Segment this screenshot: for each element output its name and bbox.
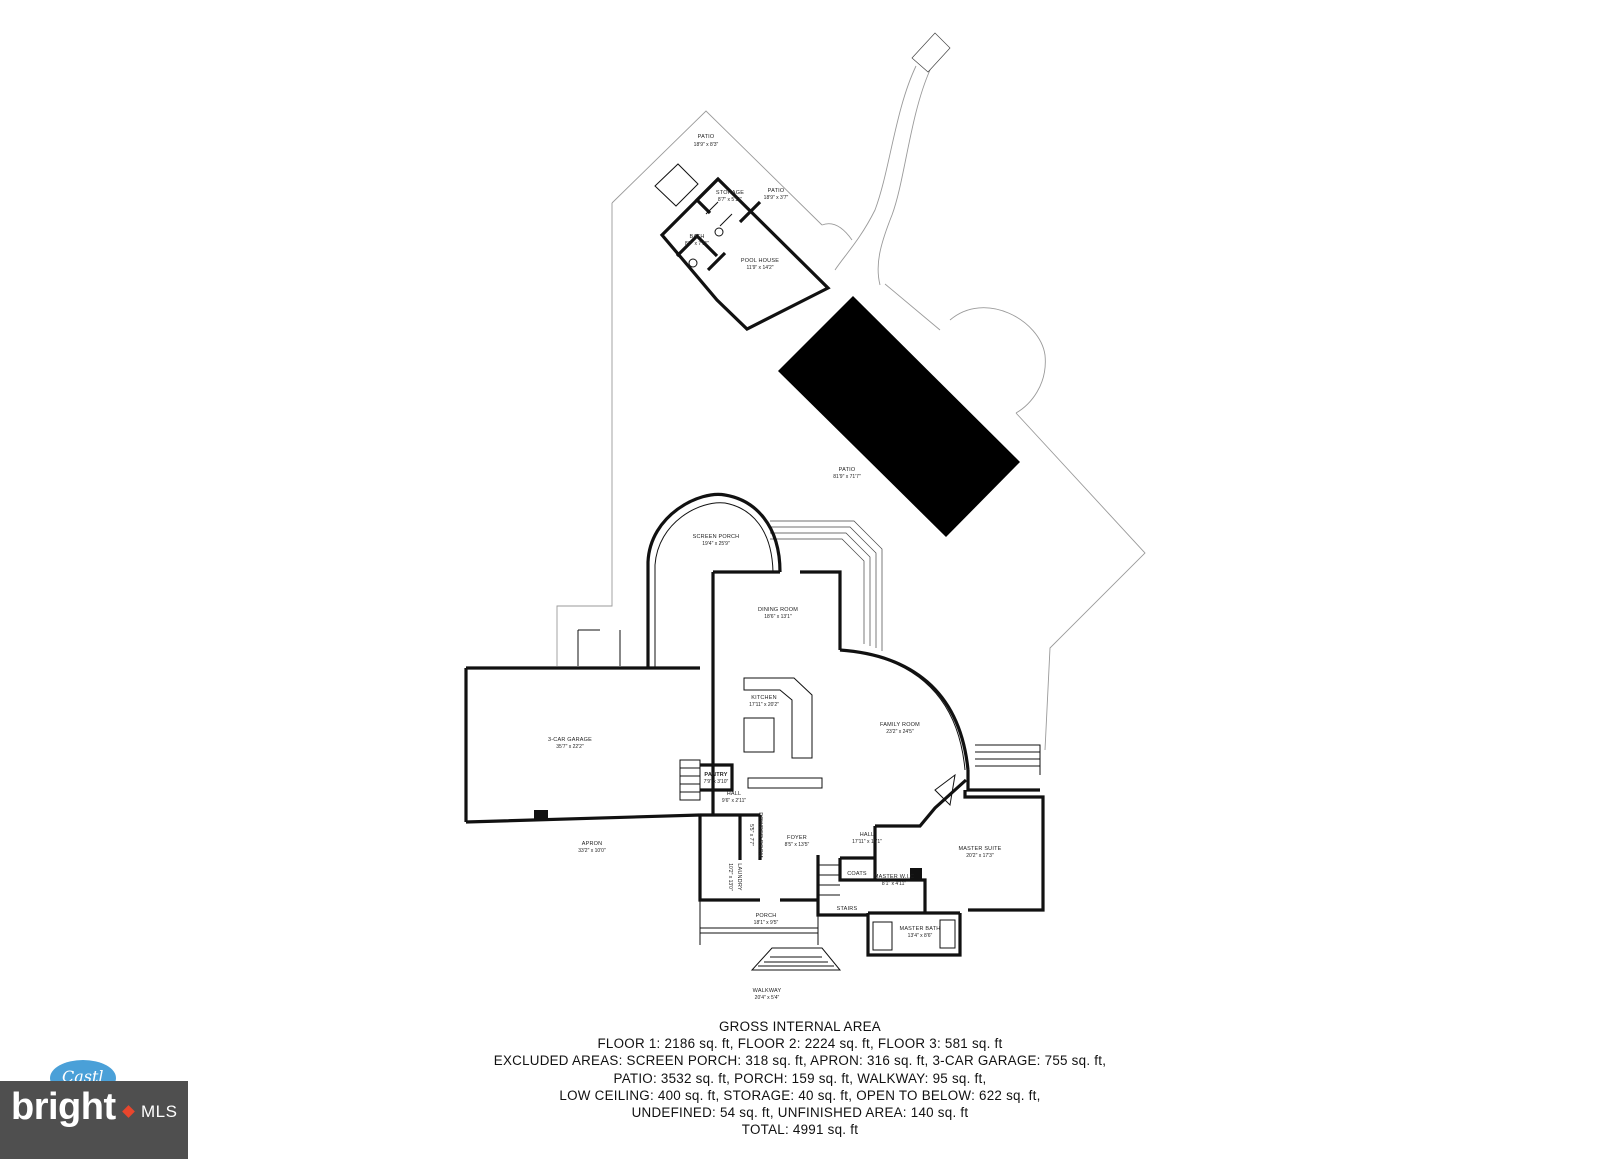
dim-foyer: 8'5" x 13'5" (785, 842, 810, 848)
area-summary: GROSS INTERNAL AREA FLOOR 1: 2186 sq. ft… (400, 1018, 1200, 1138)
label-foyer: FOYER (787, 835, 807, 841)
label-hall-left: HALL (727, 791, 742, 797)
label-kitchen: KITCHEN (751, 695, 777, 701)
summary-line-1: FLOOR 1: 2186 sq. ft, FLOOR 2: 2224 sq. … (597, 1036, 1003, 1052)
dim-kitchen: 17'11" x 20'2" (749, 702, 779, 708)
dim-pool-house: 11'9" x 14'2" (746, 265, 773, 271)
summary-line-4: LOW CEILING: 400 sq. ft, STORAGE: 40 sq.… (559, 1087, 1041, 1103)
dim-apron: 33'2" x 10'0" (578, 848, 606, 854)
dim-walkway: 20'4" x 5'4" (755, 995, 780, 1001)
label-garage: 3-CAR GARAGE (548, 737, 592, 743)
dim-dining-room: 18'6" x 13'1" (764, 614, 792, 620)
logo-wordmark: bright (11, 1086, 116, 1128)
logo-suffix: MLS (141, 1102, 178, 1121)
dim-family-room: 23'2" x 24'5" (886, 729, 914, 735)
label-master-wic: MASTER W.I.C (874, 874, 914, 880)
dim-hall-left: 9'6" x 2'11" (722, 798, 746, 804)
dim-screen-porch: 19'4" x 25'9" (702, 541, 730, 547)
dim-hall-center: 17'11" x 10'1" (852, 839, 882, 845)
dim-laundry: 10'2" x 13'0" (727, 863, 733, 891)
dim-patio-right: 18'9" x 3'7" (764, 195, 789, 201)
dim-bath: 8'7" x 7'11" (685, 241, 709, 247)
dim-patio-top: 18'9" x 8'3" (694, 142, 719, 148)
label-stairs: STAIRS (837, 906, 858, 912)
summary-title: GROSS INTERNAL AREA (718, 1019, 881, 1034)
dim-master-bath: 13'4" x 8'6" (908, 933, 933, 939)
pool-house (654, 163, 831, 331)
pool (778, 296, 1020, 537)
label-pantry: PANTRY (704, 772, 727, 778)
label-pool-house: POOL HOUSE (741, 258, 779, 264)
label-master-suite: MASTER SUITE (958, 846, 1001, 852)
label-screen-porch: SCREEN PORCH (693, 534, 740, 540)
dim-porch: 18'1" x 9'5" (754, 920, 779, 926)
room-labels: PATIO 18'9" x 8'3" STORAGE 8'7" x 5'11" … (548, 134, 1001, 1001)
label-family-room: FAMILY ROOM (880, 722, 920, 728)
dim-powder-room: 5'5" x 7'7" (748, 824, 754, 846)
summary-line-5: UNDEFINED: 54 sq. ft, UNFINISHED AREA: 1… (631, 1105, 969, 1121)
label-storage: STORAGE (716, 190, 744, 196)
patio-outline (556, 32, 1146, 751)
label-apron: APRON (582, 841, 603, 847)
house-walls (464, 492, 1045, 971)
dim-master-suite: 20'2" x 17'3" (966, 853, 994, 859)
bright-mls-logo: bright MLS (0, 1081, 188, 1159)
label-master-bath: MASTER BATH (900, 926, 941, 932)
summary-line-2: EXCLUDED AREAS: SCREEN PORCH: 318 sq. ft… (493, 1053, 1107, 1069)
label-laundry: LAUNDRY (736, 863, 742, 891)
label-patio-right: PATIO (768, 188, 785, 194)
label-patio-main: PATIO (839, 467, 856, 473)
label-bath: BATH (689, 234, 704, 240)
summary-line-6: TOTAL: 4991 sq. ft (741, 1122, 859, 1138)
logo-diamond-icon (122, 1105, 135, 1118)
dim-patio-main: 81'9" x 71'7" (833, 474, 861, 480)
dim-master-wic: 8'1" x 4'11" (882, 881, 906, 887)
dim-garage: 35'7" x 22'2" (556, 744, 584, 750)
label-dining-room: DINING ROOM (758, 607, 798, 613)
label-hall-center: HALL (860, 832, 875, 838)
label-walkway: WALKWAY (753, 988, 782, 994)
summary-line-3: PATIO: 3532 sq. ft, PORCH: 159 sq. ft, W… (613, 1070, 987, 1086)
label-patio-top: PATIO (698, 134, 715, 140)
label-coats: COATS (847, 871, 867, 877)
dim-storage: 8'7" x 5'11" (718, 197, 742, 203)
label-porch: PORCH (756, 913, 777, 919)
label-powder-room: POWDER ROOM (757, 812, 763, 858)
dim-pantry: 7'9" x 3'10" (704, 779, 729, 785)
